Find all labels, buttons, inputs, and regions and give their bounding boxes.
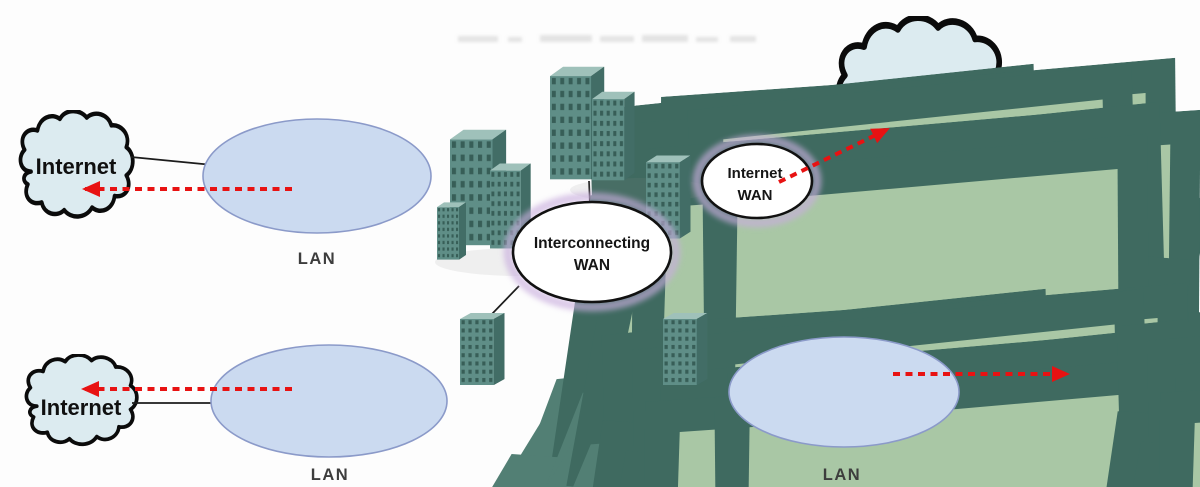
lan-ellipse — [210, 344, 448, 458]
building-icon — [592, 91, 635, 181]
wan-label-line2: WAN — [738, 187, 773, 204]
internet-wan-node: Internet WAN — [692, 134, 822, 228]
internet-wan-ellipse — [700, 142, 814, 220]
interconnecting-wan-ellipse — [511, 200, 673, 304]
building-icon — [460, 313, 505, 385]
wan-glow — [692, 134, 822, 228]
wan-glow — [503, 192, 681, 312]
cloud-label: Internet — [36, 154, 117, 179]
dashed-arrow-icon — [778, 127, 890, 184]
cloud-label: Internet — [41, 395, 122, 420]
lan-ellipse — [728, 336, 960, 448]
wan-label-line2: WAN — [574, 257, 610, 274]
wan-label-line1: Internet — [727, 165, 782, 182]
lan-label: LAN — [311, 466, 349, 484]
lan-ellipse — [202, 118, 432, 234]
connector-line — [490, 285, 520, 316]
lan-label: LAN — [298, 250, 336, 268]
interconnecting-wan-node: Interconnecting WAN — [503, 192, 681, 312]
building-icon — [663, 313, 708, 385]
connector-line — [130, 156, 214, 166]
wan-label-line1: Interconnecting — [534, 235, 650, 252]
lan-label: LAN — [823, 466, 861, 484]
building-icon — [437, 202, 466, 260]
watermark-smudge — [458, 35, 756, 42]
